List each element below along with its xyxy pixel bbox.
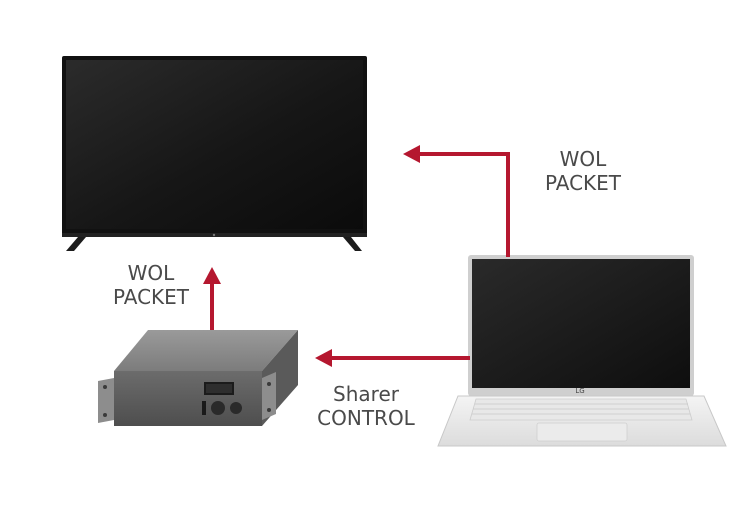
laptop-icon: LG [437, 255, 727, 447]
arrow-sharer-to-tv [203, 267, 221, 330]
label-line: CONTROL [317, 406, 415, 430]
label-line: WOL [559, 147, 607, 171]
label-line: PACKET [544, 171, 622, 195]
tv-icon [62, 56, 367, 251]
arrow-laptop-to-tv [403, 145, 510, 257]
label-line: PACKET [112, 285, 190, 309]
label-line: WOL [127, 261, 175, 285]
sharer-control-label: Sharer CONTROL [300, 382, 432, 430]
arrow-laptop-to-sharer [315, 349, 470, 367]
wol-packet-label-left: WOL PACKET [86, 261, 216, 309]
wol-packet-label-right: WOL PACKET [518, 147, 648, 195]
sharer-device-icon [98, 330, 298, 426]
label-line: Sharer [333, 382, 399, 406]
laptop-brand-logo: LG [575, 387, 584, 395]
